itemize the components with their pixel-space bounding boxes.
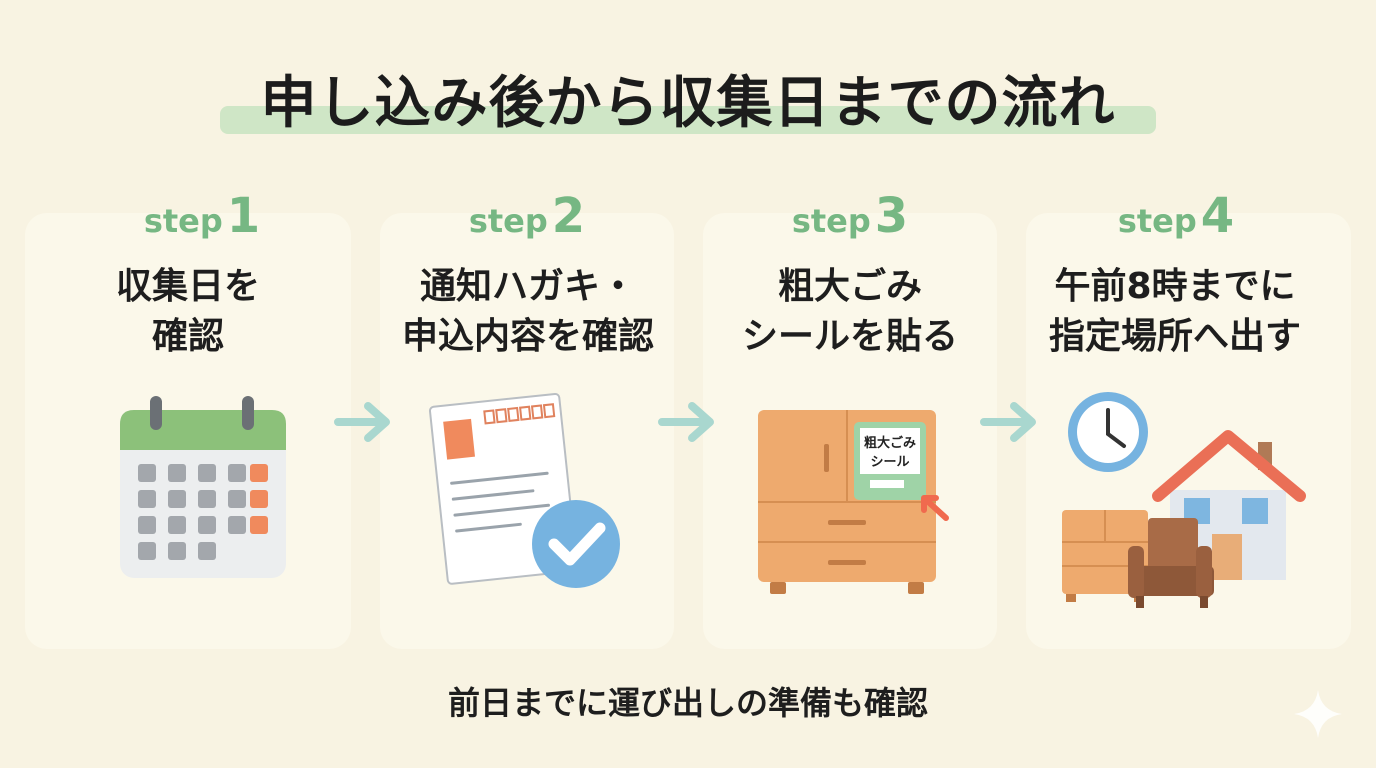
calendar-icon <box>120 396 286 578</box>
step-heading-2: 通知ハガキ・ 申込内容を確認 <box>363 262 693 362</box>
step-label-3: step3 <box>700 188 1000 244</box>
step-word: step <box>1117 202 1197 240</box>
page-title: 申し込み後から収集日までの流れ <box>260 71 1116 136</box>
arrow-right-icon <box>334 402 390 442</box>
step-heading-4: 午前8時までに 指定場所へ出す <box>1010 262 1340 362</box>
step-heading-line2: 指定場所へ出す <box>1048 316 1301 357</box>
step-label-4: step4 <box>1026 188 1326 244</box>
step-heading-3: 粗大ごみ シールを貼る <box>685 262 1015 362</box>
step-heading-line1: 粗大ごみ <box>777 266 922 307</box>
footer-note: 前日までに運び出しの準備も確認 <box>447 684 928 722</box>
sticker-label-line1: 粗大ごみ <box>864 435 916 451</box>
step-label-2: step2 <box>377 188 677 244</box>
step-heading-line2: 申込内容を確認 <box>401 316 654 357</box>
step-label-1: step1 <box>52 188 352 244</box>
title-wrapper: 申し込み後から収集日までの流れ <box>0 58 1376 139</box>
step-heading-line2: シールを貼る <box>741 316 958 357</box>
step-heading-line1: 収集日を <box>115 266 260 307</box>
step-heading-line2: 確認 <box>151 316 224 357</box>
step-heading-1: 収集日を 確認 <box>23 262 353 362</box>
clock-house-furniture-icon <box>1062 392 1306 608</box>
step-heading-line1: 通知ハガキ・ <box>419 266 636 307</box>
arrow-right-icon <box>658 402 714 442</box>
step-number: 4 <box>1200 188 1235 244</box>
step-number: 1 <box>226 188 261 244</box>
postcard-check-icon <box>428 392 620 588</box>
step-word: step <box>143 202 223 240</box>
step-word: step <box>468 202 548 240</box>
step-heading-line1: 午前8時までに <box>1054 266 1296 307</box>
step-word: step <box>791 202 871 240</box>
step-number: 2 <box>551 188 586 244</box>
sparkle-icon <box>1294 690 1342 738</box>
step-number: 3 <box>874 188 909 244</box>
title-highlight <box>220 106 1156 134</box>
sticker-label-line2: シール <box>870 455 909 470</box>
arrow-right-icon <box>980 402 1036 442</box>
cabinet-sticker-icon: 粗大ごみ シール <box>758 410 949 594</box>
